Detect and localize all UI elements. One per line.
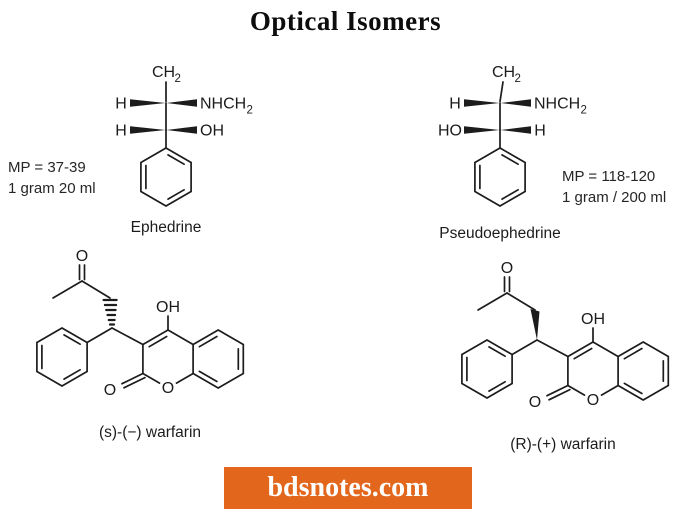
ephedrine-h2-label: H — [115, 123, 127, 140]
ephedrine-ch2-subscript: 2 — [175, 73, 181, 85]
page-title: Optical Isomers — [249, 6, 442, 36]
warfarin-s-ketone-o-label: O — [76, 248, 88, 265]
pseudoephedrine-ho-label: HO — [438, 123, 462, 140]
pseudoephedrine-wedge-bonds — [464, 99, 531, 134]
warfarin-s-oh-label: OH — [156, 299, 180, 316]
ephedrine-mp: MP = 37-39 — [8, 159, 86, 176]
warfarin-r-oh-label: OH — [581, 311, 605, 328]
pseudoephedrine-mp: MP = 118-120 — [562, 168, 656, 185]
warfarin-r-structure: O OH O O (R)-(+) warfarin — [435, 260, 691, 453]
ephedrine-phenyl-ring — [140, 147, 192, 207]
ephedrine-h1-label: H — [115, 96, 127, 113]
pseudoephedrine-ch2-label: CH — [492, 64, 515, 81]
warfarin-s-lactone-o-label: O — [104, 382, 116, 399]
ephedrine-name: Ephedrine — [131, 219, 202, 236]
pseudoephedrine-structure: CH 2 H NHCH 2 HO H Pseudoephedrine — [438, 64, 587, 242]
ephedrine-wedge-bonds — [130, 99, 197, 134]
ephedrine-solubility: 1 gram 20 ml — [8, 180, 96, 197]
warfarin-s-ring-o-label: O — [162, 380, 174, 397]
pseudoephedrine-phenyl-ring — [474, 147, 526, 207]
ephedrine-oh-label: OH — [200, 123, 224, 140]
ephedrine-nhch2-subscript: 2 — [247, 105, 253, 117]
ephedrine-properties: MP = 37-39 1 gram 20 ml — [8, 157, 96, 199]
warfarin-r-lactone-o-label: O — [529, 394, 541, 411]
ephedrine-structure: CH 2 H NHCH 2 H OH Ephedrine — [115, 64, 253, 236]
pseudoephedrine-nhch2-subscript: 2 — [581, 105, 587, 117]
pseudoephedrine-h2-label: H — [534, 123, 546, 140]
warfarin-r-name: (R)-(+) warfarin — [510, 436, 616, 453]
watermark-text: bdsnotes.com — [267, 472, 429, 503]
warfarin-s-hashed-bond — [102, 298, 118, 326]
ephedrine-ch2-label: CH — [152, 64, 175, 81]
watermark-banner: bdsnotes.com — [224, 467, 472, 509]
pseudoephedrine-solubility: 1 gram / 200 ml — [562, 189, 667, 206]
pseudoephedrine-properties: MP = 118-120 1 gram / 200 ml — [562, 166, 666, 208]
pseudoephedrine-backbone-bonds — [499, 81, 504, 149]
warfarin-r-wedge-bond — [530, 309, 540, 340]
warfarin-s-name: (s)-(−) warfarin — [99, 424, 201, 441]
pseudoephedrine-name: Pseudoephedrine — [439, 225, 561, 242]
warfarin-s-skeleton — [37, 265, 243, 388]
pseudoephedrine-ch2-subscript: 2 — [515, 73, 521, 85]
ephedrine-nhch2-label: NHCH — [200, 96, 246, 113]
pseudoephedrine-nhch2-label: NHCH — [534, 96, 580, 113]
warfarin-r-ketone-o-label: O — [501, 260, 513, 277]
warfarin-s-structure: O OH O O (s)-(−) warfarin — [10, 248, 280, 441]
pseudoephedrine-h1-label: H — [449, 96, 461, 113]
warfarin-r-skeleton — [462, 277, 668, 400]
warfarin-r-ring-o-label: O — [587, 392, 599, 409]
